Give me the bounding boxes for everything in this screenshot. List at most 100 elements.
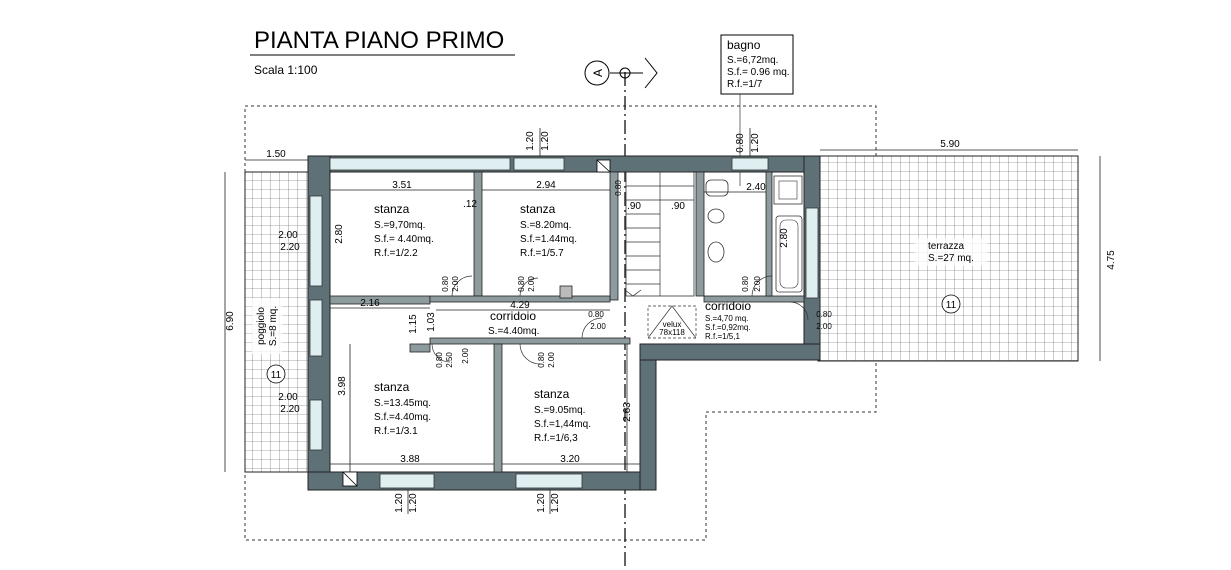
poggiolo-area-value: S.=8 mq. bbox=[268, 306, 279, 346]
page-title: PIANTA PIANO PRIMO bbox=[254, 27, 504, 54]
roof-outline bbox=[244, 105, 877, 541]
window bbox=[513, 157, 565, 171]
dimension-label: 0.80 bbox=[517, 276, 526, 292]
window bbox=[329, 157, 511, 171]
dimension-label: .90 bbox=[627, 201, 641, 212]
dimension-label: 2.00 bbox=[527, 276, 536, 292]
dimension-label: .12 bbox=[463, 199, 477, 210]
dimension-label: .90 bbox=[671, 201, 685, 212]
velux-label: velux bbox=[663, 320, 682, 329]
room-name: stanza bbox=[534, 387, 570, 401]
section-marker-label: A bbox=[591, 69, 605, 77]
room-area: S.=9,70mq. bbox=[374, 220, 425, 231]
room-corridoio-1: corridoio S.=4.40mq. bbox=[488, 309, 539, 337]
wall-interior bbox=[493, 343, 503, 473]
dimension-label: 1.20 bbox=[750, 133, 761, 153]
dimension-label: 1.50 bbox=[266, 149, 286, 160]
room-window-area: S.f.=1.44mq. bbox=[520, 234, 577, 245]
dimension-label: 2.00 bbox=[461, 348, 470, 364]
section-arrow bbox=[644, 57, 658, 89]
window bbox=[309, 399, 323, 451]
door-swing bbox=[431, 343, 451, 363]
bagno-box-line: R.f.=1/7 bbox=[727, 79, 763, 90]
section-marker-circle bbox=[584, 60, 610, 86]
corner-mark-diag bbox=[342, 471, 358, 487]
door-swing bbox=[519, 343, 541, 365]
room-window-area: S.f.= 4.40mq. bbox=[374, 234, 434, 245]
wall-east-lower bbox=[639, 343, 657, 491]
dimension-label: 2.16 bbox=[360, 298, 380, 309]
dimension-label: 2.00 bbox=[278, 230, 298, 241]
dimension-label: 2.00 bbox=[451, 276, 460, 292]
window bbox=[379, 473, 435, 489]
dimension-label: 0.80 bbox=[614, 180, 623, 196]
room-area: S.=4,70 mq. bbox=[705, 314, 748, 323]
dimension-label: 2.94 bbox=[536, 180, 556, 191]
dimension-label: 1.20 bbox=[408, 493, 419, 513]
poggiolo-marker bbox=[266, 364, 286, 384]
dimension-label: 3.51 bbox=[392, 180, 412, 191]
dimension-label: 1.20 bbox=[394, 493, 405, 513]
wall-interior bbox=[429, 337, 631, 345]
terrazza-marker bbox=[941, 294, 961, 314]
dimension-label: 1.20 bbox=[550, 493, 561, 513]
dimension-label: 6.90 bbox=[225, 311, 236, 331]
terrazza-area-value: S.=27 mq. bbox=[928, 253, 974, 264]
dimension-label: 1.20 bbox=[536, 493, 547, 513]
dimension-label: 0.80 bbox=[735, 133, 746, 153]
room-area: S.=8.20mq. bbox=[520, 220, 571, 231]
bagno-info-box bbox=[720, 34, 794, 95]
wall-interior bbox=[695, 171, 705, 297]
dimension-label: 2.50 bbox=[445, 352, 454, 368]
window bbox=[805, 207, 819, 299]
dimension-label: 0.80 bbox=[741, 276, 750, 292]
dimension-label: 3.88 bbox=[400, 454, 420, 465]
dimension-label: 2.00 bbox=[753, 276, 762, 292]
room-light-ratio: R.f.=1/5.7 bbox=[520, 248, 564, 259]
room-window-area: S.f.=1,44mq. bbox=[534, 419, 591, 430]
poggiolo-label-bg bbox=[252, 298, 282, 354]
door-swing bbox=[451, 275, 473, 297]
bathroom-fixtures bbox=[705, 175, 803, 293]
dimension-label: 4.29 bbox=[510, 300, 530, 311]
room-area: S.=13.45mq. bbox=[374, 398, 431, 409]
dimension-label: 2.00 bbox=[590, 322, 606, 331]
dimension-label: 5.90 bbox=[940, 139, 960, 150]
room-name: corridoio bbox=[490, 309, 536, 323]
door-swing bbox=[581, 317, 603, 339]
wall-bottom bbox=[307, 471, 657, 491]
dimension-label: 2.00 bbox=[816, 322, 832, 331]
wall-interior bbox=[765, 171, 773, 297]
room-name: stanza bbox=[374, 202, 410, 216]
wall-step bbox=[639, 343, 821, 361]
room-light-ratio: R.f.=1/6,3 bbox=[534, 433, 578, 444]
room-name: stanza bbox=[520, 202, 556, 216]
dimension-label: 0.80 bbox=[441, 276, 450, 292]
window bbox=[309, 299, 323, 357]
room-window-area: S.f.=4.40mq. bbox=[374, 412, 431, 423]
terrazza-marker-label: 11 bbox=[946, 300, 957, 311]
terrazza-name: terrazza bbox=[928, 241, 965, 252]
dimension-label: 0.80 bbox=[537, 352, 546, 368]
dimension-label: 3.98 bbox=[337, 376, 348, 396]
dimension-label: 2.20 bbox=[280, 242, 300, 253]
dimension-label: 1.20 bbox=[525, 131, 536, 151]
room-stanza-1: stanza S.=9,70mq. S.f.= 4.40mq. R.f.=1/2… bbox=[374, 202, 434, 259]
wall-interior bbox=[473, 171, 483, 297]
stair bbox=[624, 171, 695, 297]
terrazza-label-bg bbox=[915, 238, 987, 266]
velux-size: 78x118 bbox=[659, 328, 685, 337]
dimension-label: 2.63 bbox=[622, 402, 633, 422]
room-light-ratio: R.f.=1/3.1 bbox=[374, 426, 418, 437]
scale-label: Scala 1:100 bbox=[254, 63, 318, 77]
dimension-label: 2.20 bbox=[280, 404, 300, 415]
room-light-ratio: R.f.=1/2.2 bbox=[374, 248, 418, 259]
bagno-box-title: bagno bbox=[727, 38, 761, 52]
room-area: S.=4.40mq. bbox=[488, 326, 539, 337]
skylight-mark-diag bbox=[596, 159, 611, 173]
door-swing bbox=[751, 275, 773, 297]
window bbox=[731, 157, 769, 171]
dimension-label: 1.15 bbox=[408, 314, 419, 334]
dimension-label: 0.80 bbox=[435, 352, 444, 368]
